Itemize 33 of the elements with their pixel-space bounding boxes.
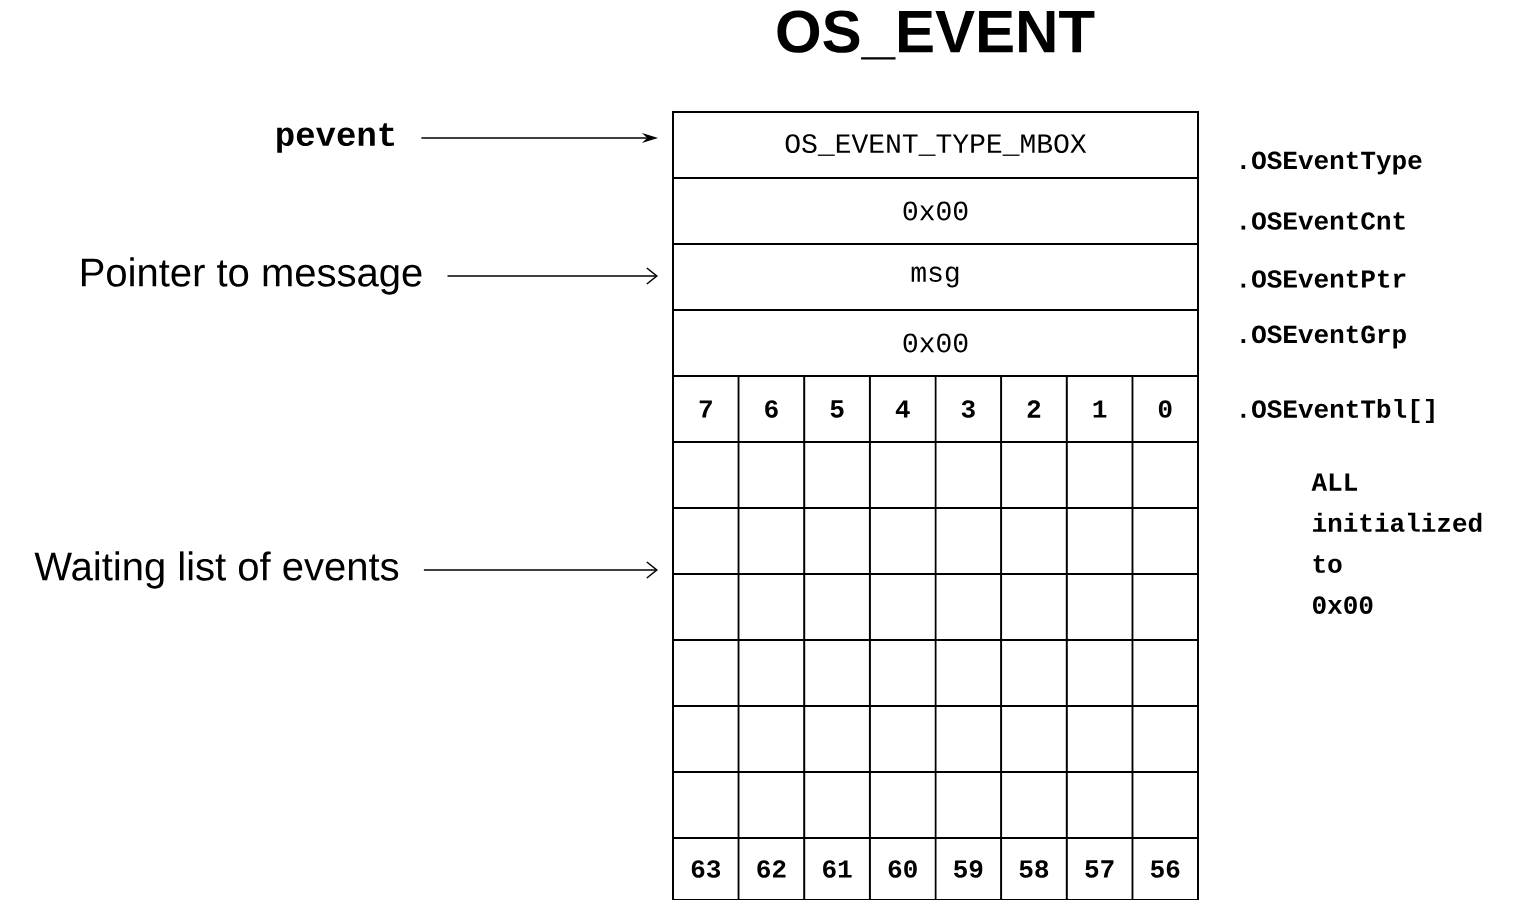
field-name: .OSEventType (1241, 151, 1422, 175)
field-name: .OSEventTbl[] (1241, 398, 1434, 424)
table-row: 0x00 (672, 309, 1199, 377)
title: OS_EVENT (777, 10, 1095, 60)
pointer-name: pevent (277, 123, 394, 153)
field-name: .OSEventCnt (1241, 212, 1405, 230)
field-name: .OSEventGrp (1241, 325, 1406, 349)
bit-number: 2 (1027, 400, 1041, 418)
bit-number: 0 (1158, 400, 1172, 418)
bit-number: 62 (757, 860, 786, 878)
annotation-text: Pointer to message (81, 257, 422, 295)
field-name: .OSEventPtr (1241, 270, 1406, 288)
table-row: msg (672, 243, 1199, 311)
bit-number: 60 (888, 860, 917, 878)
arrow (423, 561, 658, 579)
bit-number: 59 (954, 860, 983, 878)
bit-number: 56 (1150, 860, 1180, 878)
event-table-drawing (672, 375, 1199, 900)
bit-number: 58 (1019, 860, 1049, 878)
note-text: ALL initialized to 0x00 (1311, 473, 1482, 614)
table-row: 0x00 (672, 177, 1199, 245)
bit-number: 4 (895, 400, 910, 418)
bit-number: 57 (1085, 860, 1114, 878)
bit-number: 1 (1093, 400, 1107, 418)
bit-number: 61 (823, 860, 852, 878)
table-row: OS_EVENT_TYPE_MBOX (672, 111, 1199, 179)
annotation-text: Waiting list of events (34, 551, 399, 589)
bit-number: 63 (691, 860, 721, 878)
bit-number: 7 (699, 400, 712, 418)
bit-number: 3 (961, 400, 975, 418)
arrow (446, 267, 658, 285)
bit-number: 6 (765, 400, 778, 418)
bit-number: 5 (830, 400, 844, 418)
